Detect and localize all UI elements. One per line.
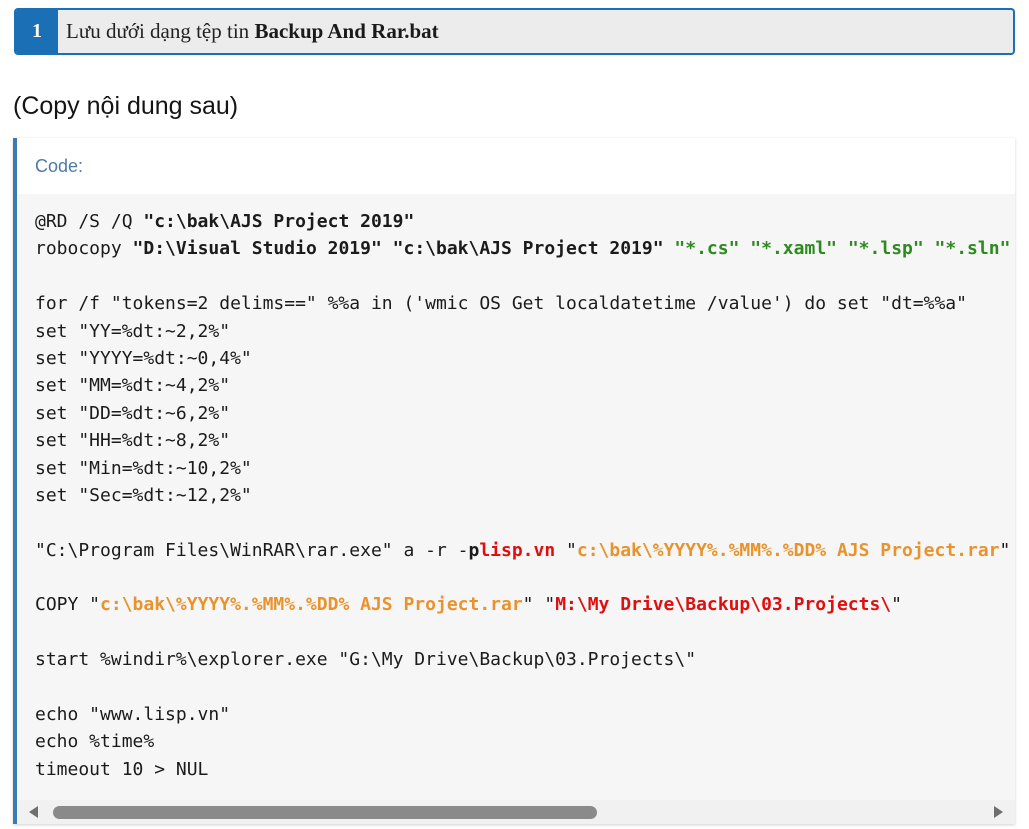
code-token: set "Min=%dt:~10,2%" [35, 457, 252, 479]
code-token [837, 238, 848, 259]
code-content[interactable]: @RD /S /Q "c:\bak\AJS Project 2019"roboc… [35, 208, 1015, 783]
code-token: echo "www.lisp.vn" [35, 704, 231, 726]
code-token: c:\bak\%YYYY%.%MM%.%DD% AJS Project.rar [576, 539, 1000, 561]
code-line [35, 564, 1015, 591]
code-token: set "MM=%dt:~4,2%" [35, 375, 231, 397]
code-token [924, 238, 935, 259]
code-line: set "DD=%dt:~6,2%" [35, 400, 1015, 427]
code-line: timeout 10 > NUL [35, 756, 1015, 783]
code-line [35, 509, 1015, 536]
code-token: "*.xaml" [750, 238, 837, 260]
code-token: p [468, 539, 480, 561]
code-token [664, 238, 675, 259]
code-token: start %windir%\explorer.exe "G:\My Drive… [35, 649, 697, 671]
code-line: echo "www.lisp.vn" [35, 701, 1015, 728]
triangle-right-icon[interactable] [994, 806, 1003, 818]
code-line [35, 619, 1015, 646]
code-token: " " [999, 539, 1011, 561]
code-token: M:\My Drive\Backup\03.Projects\ [555, 594, 892, 616]
code-token: set "YY=%dt:~2,2%" [35, 320, 231, 342]
code-token: set "DD=%dt:~6,2%" [35, 402, 231, 424]
copy-instruction: (Copy nội dung sau) [13, 92, 239, 120]
code-block: Code: @RD /S /Q "c:\bak\AJS Project 2019… [13, 138, 1015, 824]
code-scroll-area[interactable]: @RD /S /Q "c:\bak\AJS Project 2019"roboc… [17, 194, 1015, 800]
code-token: c:\bak\%YYYY%.%MM%.%DD% AJS Project.rar [100, 594, 523, 616]
code-line: set "YYYY=%dt:~0,4%" [35, 345, 1015, 372]
code-token: echo %time% [35, 731, 155, 753]
code-token: "*.sln" [934, 238, 1011, 260]
code-token: " [555, 539, 577, 561]
code-token [382, 238, 393, 259]
code-header: Code: [17, 138, 1015, 194]
code-line: COPY "c:\bak\%YYYY%.%MM%.%DD% AJS Projec… [35, 591, 1015, 618]
step-title-prefix: Lưu dưới dạng tệp tin [66, 19, 255, 43]
code-line: robocopy "D:\Visual Studio 2019" "c:\bak… [35, 235, 1015, 262]
code-token: @RD /S /Q [35, 211, 144, 232]
code-token: robocopy [35, 238, 133, 260]
code-token: " " [522, 594, 556, 616]
code-token: set "YYYY=%dt:~0,4%" [35, 347, 252, 369]
code-token: COPY " [35, 594, 101, 616]
code-token: "*.lsp" [847, 238, 924, 260]
code-line: start %windir%\explorer.exe "G:\My Drive… [35, 646, 1015, 673]
code-line: set "HH=%dt:~8,2%" [35, 427, 1015, 454]
code-token [739, 238, 750, 259]
code-line [35, 674, 1015, 701]
horizontal-scrollbar[interactable] [17, 800, 1015, 824]
code-token: "c:\bak\AJS Project 2019" [143, 211, 415, 232]
code-token: "*.cs" [674, 238, 740, 260]
code-line: echo %time% [35, 728, 1015, 755]
code-line: @RD /S /Q "c:\bak\AJS Project 2019" [35, 208, 1015, 235]
code-line: for /f "tokens=2 delims==" %%a in ('wmic… [35, 290, 1015, 317]
code-token: "C:\Program Files\WinRAR\rar.exe" a -r - [35, 539, 469, 561]
code-token: set "HH=%dt:~8,2%" [35, 430, 231, 452]
code-token: set "Sec=%dt:~12,2%" [35, 484, 252, 506]
scrollbar-thumb[interactable] [53, 806, 597, 819]
code-token: "D:\Visual Studio 2019" [132, 238, 382, 260]
step-header: 1 Lưu dưới dạng tệp tin Backup And Rar.b… [14, 8, 1015, 55]
code-line: set "MM=%dt:~4,2%" [35, 372, 1015, 399]
code-token: for /f "tokens=2 delims==" %%a in ('wmic… [35, 293, 967, 315]
step-title: Lưu dưới dạng tệp tin Backup And Rar.bat [58, 19, 439, 44]
step-title-filename: Backup And Rar.bat [254, 19, 439, 43]
code-line: "C:\Program Files\WinRAR\rar.exe" a -r -… [35, 537, 1015, 564]
code-token: "c:\bak\AJS Project 2019" [392, 238, 664, 260]
step-number-badge: 1 [16, 10, 58, 53]
code-line: set "Sec=%dt:~12,2%" [35, 482, 1015, 509]
code-line: set "Min=%dt:~10,2%" [35, 455, 1015, 482]
triangle-left-icon[interactable] [29, 806, 38, 818]
code-line [35, 263, 1015, 290]
code-token: lisp.vn [479, 539, 556, 561]
code-token: " [891, 594, 902, 616]
code-token: timeout 10 > NUL [35, 758, 209, 780]
code-token: " [1010, 238, 1015, 259]
code-line: set "YY=%dt:~2,2%" [35, 318, 1015, 345]
